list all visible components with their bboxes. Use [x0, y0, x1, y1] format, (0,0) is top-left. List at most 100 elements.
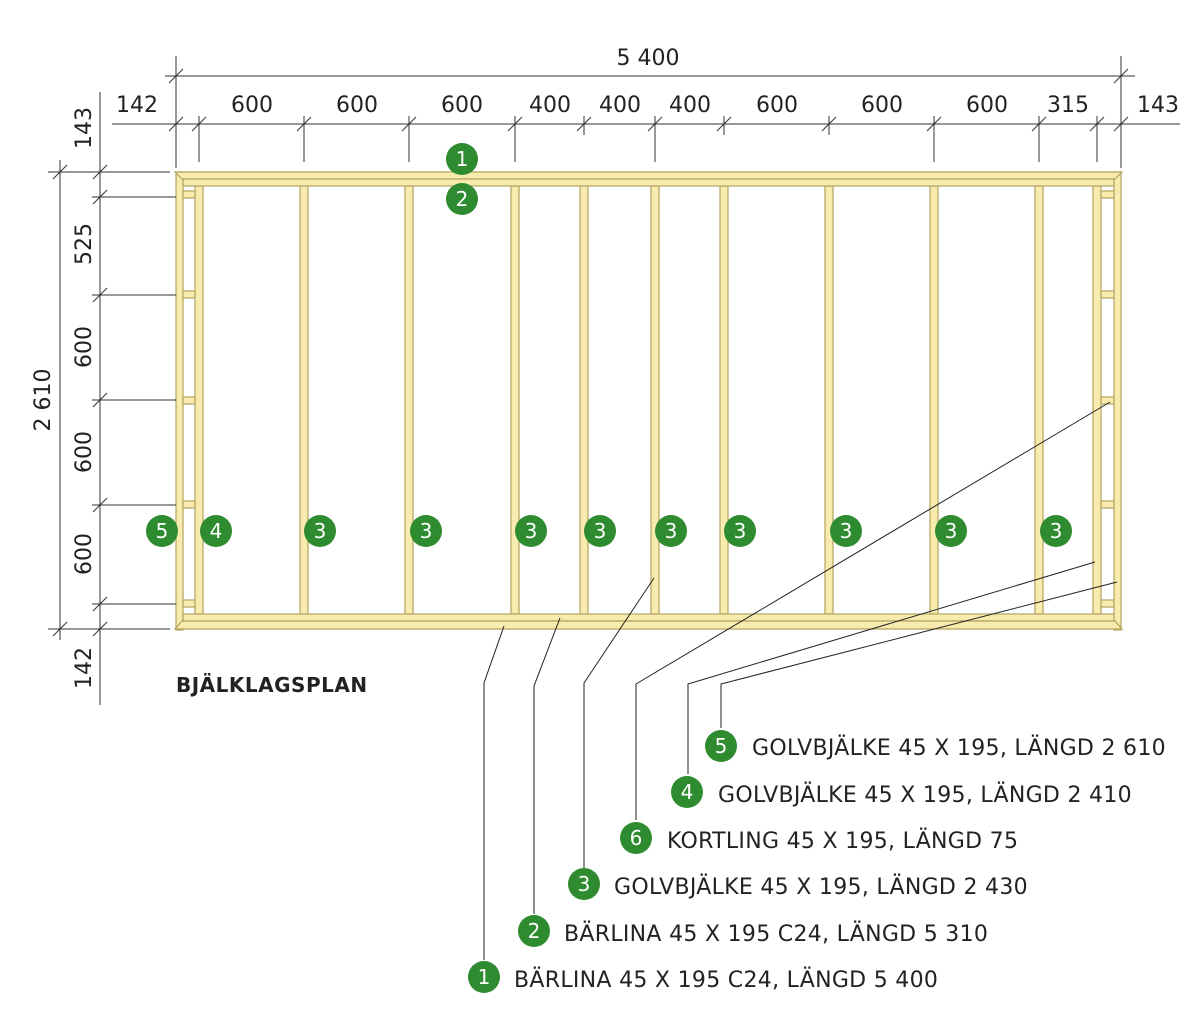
dimension-tick [92, 164, 108, 180]
left-dim-label: 600 [72, 431, 97, 473]
nogging [1100, 290, 1115, 299]
leader-lines [483, 401, 1118, 960]
left-dimensions: 2 610 143 525 600 600 600 142 [31, 92, 176, 705]
outer-beam-top [173, 171, 1124, 180]
badge-beam-outer: 1 [446, 143, 478, 175]
floor-joist [719, 185, 729, 615]
legend-item: 6 KORTLING 45 X 195, LÄNGD 75 [620, 822, 1018, 854]
badge-number: 3 [945, 519, 958, 543]
end-joist-left [175, 171, 184, 631]
floor-joist [1034, 185, 1044, 615]
badge-joist: 3 [830, 515, 862, 547]
dimension-tick [92, 621, 108, 637]
badge-number: 3 [420, 519, 433, 543]
drawing-badges: 1 2 5 4 3 3 3 3 [146, 143, 1072, 547]
legend-badge [620, 822, 652, 854]
top-dim-label: 600 [441, 93, 483, 118]
leader-line-4 [687, 561, 1096, 774]
dimension-tick [52, 164, 68, 180]
nogging [182, 190, 196, 199]
left-dim-label: 600 [72, 326, 97, 368]
badge-joist: 3 [935, 515, 967, 547]
dimension-tick [168, 116, 184, 132]
dimension-tick [1089, 116, 1105, 132]
badge-number: 3 [314, 519, 327, 543]
end-joist-right [1113, 171, 1122, 631]
badge-joist: 3 [584, 515, 616, 547]
top-dimensions: 5 400 142 600 600 600 400 400 400 600 60… [112, 46, 1180, 168]
top-dim-label: 600 [336, 93, 378, 118]
dimension-tick [507, 116, 523, 132]
legend-item: 4 GOLVBJÄLKE 45 X 195, LÄNGD 2 410 [671, 776, 1132, 808]
floor-joist [929, 185, 939, 615]
legend-label: BÄRLINA 45 X 195 C24, LÄNGD 5 400 [514, 967, 938, 993]
top-dim-label: 400 [529, 93, 571, 118]
dimension-tick [52, 621, 68, 637]
legend-number: 5 [715, 734, 728, 758]
dimension-tick [92, 287, 108, 303]
dimension-tick [1031, 116, 1047, 132]
dimension-tick [821, 116, 837, 132]
legend-item: 3 GOLVBJÄLKE 45 X 195, LÄNGD 2 430 [568, 868, 1028, 900]
leader-line-6 [635, 401, 1111, 820]
inner-beam-bottom [182, 613, 1115, 622]
legend-badge [705, 730, 737, 762]
top-dim-label: 600 [756, 93, 798, 118]
legend-label: GOLVBJÄLKE 45 X 195, LÄNGD 2 610 [752, 735, 1166, 761]
legend-label: GOLVBJÄLKE 45 X 195, LÄNGD 2 410 [718, 782, 1132, 808]
legend: 5 GOLVBJÄLKE 45 X 195, LÄNGD 2 610 4 GOL… [468, 730, 1166, 993]
outer-beam-bottom [173, 620, 1124, 630]
floor-joist-inner-right [1092, 185, 1102, 615]
floor-joist [650, 185, 660, 615]
total-width-label: 5 400 [617, 46, 680, 71]
nogging [182, 290, 196, 299]
left-dim-label: 143 [72, 107, 97, 149]
badge-number: 2 [456, 187, 469, 211]
legend-label: GOLVBJÄLKE 45 X 195, LÄNGD 2 430 [614, 874, 1028, 900]
dimension-tick [92, 392, 108, 408]
badge-joist: 3 [1040, 515, 1072, 547]
plan-title: BJÄLKLAGSPLAN [176, 673, 368, 697]
nogging [1100, 500, 1115, 509]
nogging [1100, 190, 1115, 199]
badge-end-joist: 5 [146, 515, 178, 547]
top-dim-label: 600 [966, 93, 1008, 118]
legend-number: 3 [578, 872, 591, 896]
top-dim-label: 400 [599, 93, 641, 118]
legend-item: 5 GOLVBJÄLKE 45 X 195, LÄNGD 2 610 [705, 730, 1166, 762]
dimension-tick [647, 116, 663, 132]
top-dim-label: 600 [231, 93, 273, 118]
nogging [182, 396, 196, 405]
leader-line-5 [720, 581, 1118, 728]
inner-beam-top [182, 178, 1115, 187]
dimension-tick [576, 116, 592, 132]
badge-number: 1 [456, 147, 469, 171]
dimension-tick [92, 189, 108, 205]
legend-number: 2 [528, 919, 541, 943]
badge-joist: 3 [655, 515, 687, 547]
legend-badge [568, 868, 600, 900]
badge-number: 3 [840, 519, 853, 543]
badge-inner-joist: 4 [200, 515, 232, 547]
dimension-tick [191, 116, 207, 132]
legend-label: KORTLING 45 X 195, LÄNGD 75 [667, 828, 1018, 854]
badge-number: 3 [1050, 519, 1063, 543]
legend-label: BÄRLINA 45 X 195 C24, LÄNGD 5 310 [564, 921, 988, 947]
top-dim-label: 142 [116, 93, 158, 118]
legend-item: 2 BÄRLINA 45 X 195 C24, LÄNGD 5 310 [518, 915, 988, 947]
left-dim-label: 600 [72, 533, 97, 575]
dimension-tick [92, 596, 108, 612]
top-dim-label: 315 [1047, 93, 1089, 118]
badge-number: 3 [665, 519, 678, 543]
badge-number: 5 [156, 519, 169, 543]
dimension-tick [401, 116, 417, 132]
badge-joist: 3 [724, 515, 756, 547]
dimension-tick [926, 116, 942, 132]
badge-joist: 3 [515, 515, 547, 547]
dimension-tick [1113, 116, 1129, 132]
floor-joist [824, 185, 834, 615]
floor-joist [579, 185, 589, 615]
badge-number: 3 [734, 519, 747, 543]
legend-item: 1 BÄRLINA 45 X 195 C24, LÄNGD 5 400 [468, 961, 938, 993]
